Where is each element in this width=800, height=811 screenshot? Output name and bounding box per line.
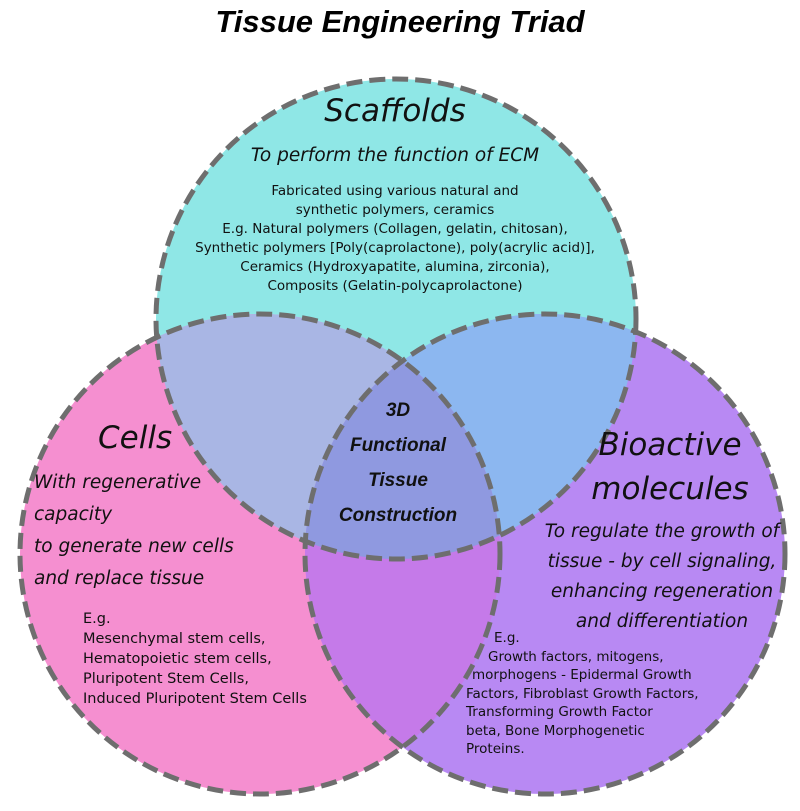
diagram-title: Tissue Engineering Triad: [215, 4, 585, 39]
bioactive-line: E.g.: [494, 630, 520, 646]
cells-subtitle-line: capacity: [34, 504, 113, 525]
cells-examples: E.g. Mesenchymal stem cells, Hematopoiet…: [83, 609, 307, 709]
bioactive-line: Proteins.: [466, 741, 525, 757]
center-line: Construction: [338, 505, 458, 526]
scaffolds-line: Ceramics (Hydroxyapatite, alumina, zirco…: [240, 259, 550, 275]
scaffolds-heading: Scaffolds: [324, 93, 466, 129]
cells-line: Induced Pluripotent Stem Cells: [83, 691, 307, 707]
scaffolds-line: synthetic polymers, ceramics: [295, 202, 495, 218]
bioactive-line: Factors, Fibroblast Growth Factors,: [466, 685, 699, 702]
bioactive-heading-line: Bioactive: [598, 427, 742, 463]
cells-line: Mesenchymal stem cells,: [83, 631, 266, 647]
bioactive-subtitle-line: and differentiation: [575, 611, 749, 632]
scaffolds-line: Composits (Gelatin-polycaprolactone): [267, 278, 523, 294]
cells-line: E.g.: [83, 611, 111, 627]
bioactive-subtitle-line: To regulate the growth of: [544, 521, 780, 542]
cells-heading: Cells: [98, 420, 173, 456]
center-line: Tissue: [368, 470, 428, 491]
cells-line: Hematopoietic stem cells,: [83, 651, 272, 667]
cells-subtitle-line: to generate new cells: [34, 536, 234, 557]
center-line: Functional: [349, 435, 447, 456]
bioactive-heading-line: molecules: [591, 471, 749, 507]
bioactive-subtitle: To regulate the growth of tissue - by ce…: [527, 517, 797, 637]
scaffolds-subtitle: To perform the function of ECM: [250, 145, 540, 166]
cells-subtitle-line: With regenerative: [34, 472, 202, 493]
scaffolds-line: Synthetic polymers [Poly(caprolactone), …: [195, 240, 595, 256]
bioactive-examples: E.g. Growth factors, mitogens, morphogen…: [466, 629, 699, 759]
scaffolds-line: Fabricated using various natural and: [271, 183, 519, 199]
cells-line: Pluripotent Stem Cells,: [83, 671, 249, 687]
cells-outline: [17, 311, 503, 797]
bioactive-subtitle-line: tissue - by cell signaling,: [547, 551, 777, 572]
cells-subtitle: With regenerative capacity to generate n…: [34, 467, 234, 595]
cells-subtitle-line: and replace tissue: [34, 568, 205, 589]
scaffolds-line: E.g. Natural polymers (Collagen, gelatin…: [222, 221, 568, 237]
bioactive-heading: Bioactive molecules: [555, 423, 785, 511]
bioactive-subtitle-line: enhancing regeneration: [550, 581, 774, 602]
bioactive-line: morphogens - Epidermal Growth: [472, 667, 692, 683]
bioactive-line: beta, Bone Morphogenetic: [466, 722, 645, 739]
bioactive-line: Growth factors, mitogens,: [488, 648, 664, 665]
center-line: 3D: [385, 400, 411, 421]
bioactive-line: Transforming Growth Factor: [466, 704, 653, 720]
scaffolds-description: Fabricated using various natural and syn…: [150, 182, 640, 296]
center-label: 3D Functional Tissue Construction: [318, 393, 478, 533]
bioactive-outline: [302, 311, 788, 797]
overlap-center: [305, 314, 500, 559]
scaffolds-outline: [153, 76, 639, 562]
